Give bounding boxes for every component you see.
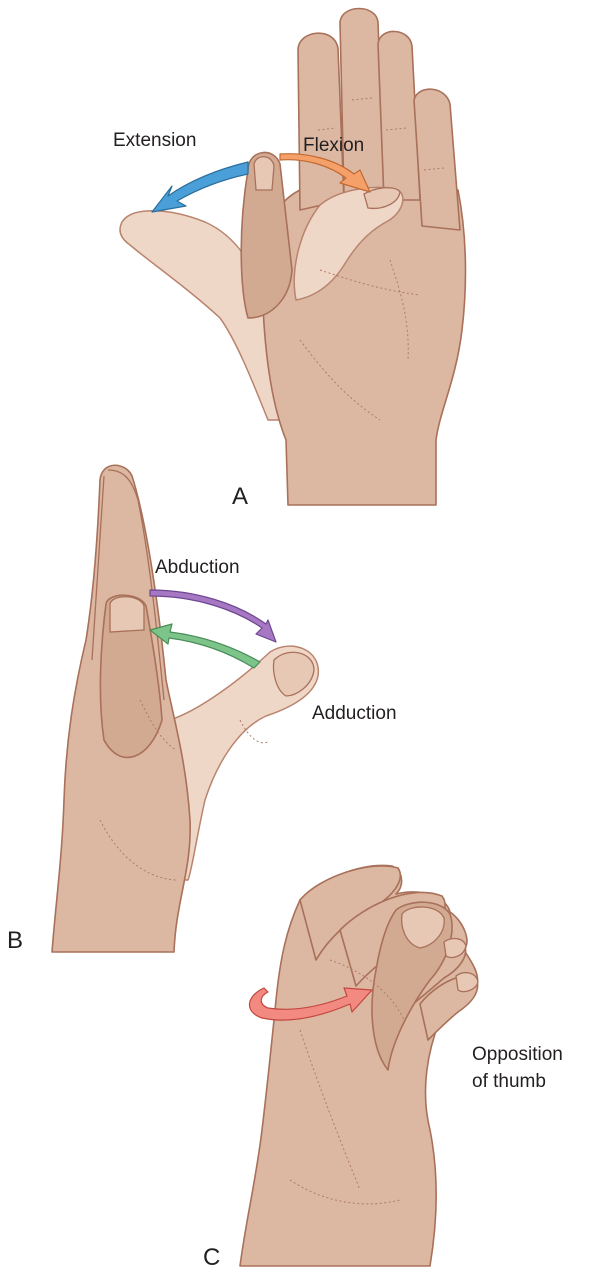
crease-a3: [319, 269, 421, 296]
crease-b2: [139, 699, 177, 751]
nail-adducted-thumb: [109, 596, 145, 633]
crease-a4: [317, 97, 445, 171]
panel-a: Extension Flexion A: [113, 7, 467, 510]
crease-b1: [99, 819, 179, 881]
opposed-thumb-c: [371, 901, 453, 1071]
nail-ring-c: [443, 937, 467, 959]
fingers-edge-b2: [91, 475, 105, 661]
fingers-edge-b: [107, 469, 165, 701]
opposition-label-line2: of thumb: [472, 1071, 546, 1092]
abduction-arrow: [149, 589, 277, 643]
crease-a2: [389, 259, 409, 361]
panel-letter-c: C: [203, 1244, 220, 1271]
ring-finger-a: [377, 30, 421, 201]
flexed-thumb-ghost: [293, 186, 404, 301]
crease-c3: [329, 959, 405, 1021]
adduction-arrow: [149, 623, 261, 669]
panel-letter-a: A: [232, 483, 248, 510]
panel-c: Opposition of thumb C: [203, 864, 563, 1271]
index-finger-c: [299, 865, 401, 961]
flexion-label: Flexion: [303, 135, 364, 156]
nail-flexed-thumb: [363, 187, 401, 210]
adducted-thumb-b: [99, 594, 163, 759]
extension-arrow: [151, 161, 249, 213]
extension-label: Extension: [113, 130, 196, 151]
middle-finger-a: [339, 7, 385, 197]
abducted-thumb-ghost: [167, 645, 319, 881]
nail-little-c: [455, 971, 479, 993]
nail-opposed-thumb: [400, 906, 445, 949]
flexion-arrow: [279, 153, 371, 193]
little-finger-a: [413, 88, 461, 231]
index-finger-a: [297, 32, 345, 211]
nail-abducted-thumb: [272, 651, 315, 697]
nail-upright-thumb: [253, 156, 275, 191]
crease-b3: [239, 719, 269, 744]
panel-letter-b: B: [7, 927, 23, 954]
upright-thumb-a: [240, 151, 293, 319]
crease-a1: [299, 339, 381, 421]
crease-c2: [289, 1179, 401, 1205]
panel-b: Abduction Adduction B: [7, 464, 397, 954]
opposition-arrow: [248, 987, 373, 1021]
opposition-label-line1: Opposition: [472, 1044, 563, 1065]
abduction-label: Abduction: [155, 557, 240, 578]
adduction-label: Adduction: [312, 703, 397, 724]
